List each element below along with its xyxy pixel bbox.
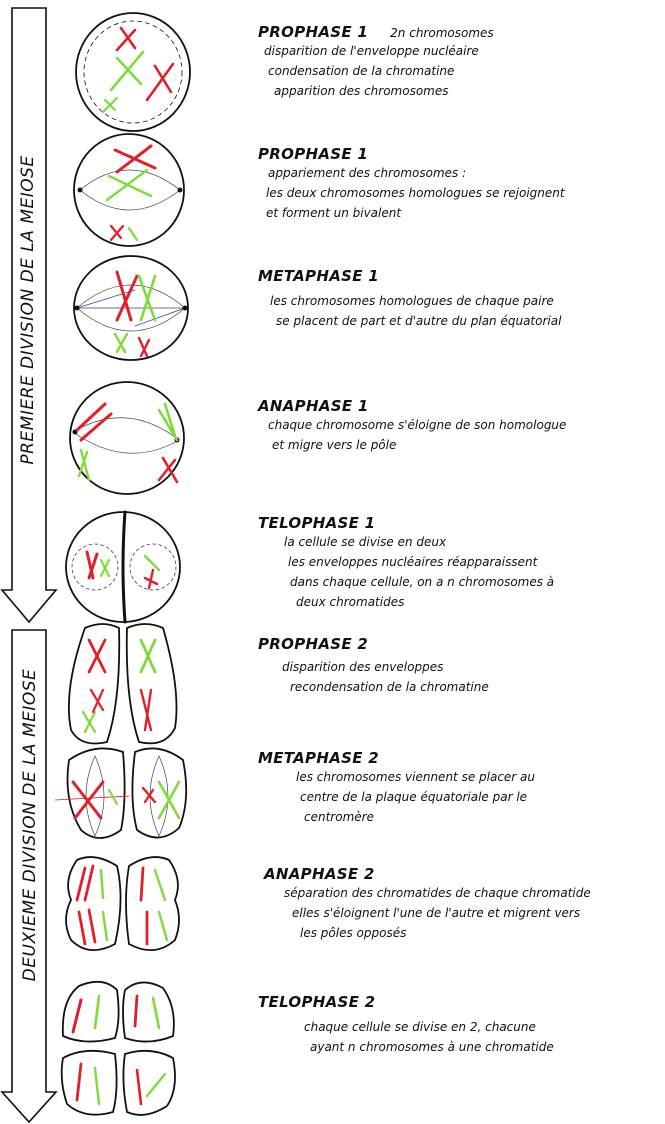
second-division-arrow — [0, 629, 58, 1124]
cell-prophase-2 — [67, 623, 178, 745]
stage-line: et forment un bivalent — [266, 206, 402, 220]
stage-line: deux chromatides — [296, 595, 405, 609]
stage-line: centromère — [304, 810, 374, 824]
stage-line: ayant n chromosomes à une chromatide — [310, 1040, 554, 1054]
stage-title: ANAPHASE 1 — [258, 397, 369, 415]
stage-line: centre de la plaque équatoriale par le — [300, 790, 528, 804]
stage-line: recondensation de la chromatine — [290, 680, 489, 694]
stage-anaphase-2: ANAPHASE 2 séparation des chromatides de… — [258, 864, 591, 943]
cell-metaphase-2 — [55, 747, 188, 839]
cell-anaphase-1 — [69, 381, 185, 495]
first-division-label: PREMIERE DIVISION DE LA MEIOSE — [18, 155, 38, 465]
stage-line: les enveloppes nucléaires réapparaissent — [288, 555, 538, 569]
stage-title: METAPHASE 1 — [258, 267, 380, 285]
stage-line: chaque chromosome s'éloigne de son homol… — [268, 418, 567, 432]
stage-line: se placent de part et d'autre du plan éq… — [276, 314, 562, 328]
stage-line: les deux chromosomes homologues se rejoi… — [266, 186, 565, 200]
cell-prophase-1a — [75, 12, 191, 132]
cell-telophase-2 — [60, 980, 176, 1116]
stage-title: TELOPHASE 1 — [258, 514, 376, 532]
cell-anaphase-2 — [65, 856, 180, 951]
stage-line: appariement des chromosomes : — [268, 166, 467, 180]
stage-line: et migre vers le pôle — [272, 438, 397, 452]
stage-line: séparation des chromatides de chaque chr… — [284, 886, 591, 900]
stage-title: ANAPHASE 2 — [264, 865, 375, 883]
stage-line: condensation de la chromatine — [268, 64, 455, 78]
stage-line: les pôles opposés — [300, 926, 407, 940]
stage-prophase-1b: PROPHASE 1 appariement des chromosomes :… — [258, 144, 565, 223]
stage-telophase-1: TELOPHASE 1 la cellule se divise en deux… — [258, 513, 554, 612]
stage-metaphase-2: METAPHASE 2 les chromosomes viennent se … — [258, 748, 535, 827]
first-division-arrow — [0, 7, 58, 624]
stage-line: chaque cellule se divise en 2, chacune — [304, 1020, 536, 1034]
cell-metaphase-1 — [73, 255, 189, 361]
stage-line: dans chaque cellule, on a n chromosomes … — [290, 575, 555, 589]
stage-prophase-2: PROPHASE 2 disparition des enveloppes re… — [258, 634, 489, 697]
division-arrows — [0, 7, 58, 1124]
stage-title: PROPHASE 1 — [258, 145, 369, 163]
stage-line: elles s'éloignent l'une de l'autre et mi… — [292, 906, 581, 920]
stage-title: PROPHASE 2 — [258, 635, 369, 653]
cell-prophase-1b — [73, 133, 185, 247]
stage-anaphase-1: ANAPHASE 1 chaque chromosome s'éloigne d… — [258, 396, 566, 455]
stage-line: les chromosomes homologues de chaque pai… — [270, 294, 554, 308]
meiosis-cell-drawings — [55, 12, 191, 1116]
stage-title: METAPHASE 2 — [258, 749, 380, 767]
stage-metaphase-1: METAPHASE 1 les chromosomes homologues d… — [258, 266, 561, 331]
second-division-label: DEUXIEME DIVISION DE LA MEIOSE — [20, 668, 40, 982]
stage-line: la cellule se divise en deux — [284, 535, 447, 549]
stage-prophase-1a: PROPHASE 1 2n chromosomes disparition de … — [258, 22, 494, 101]
stage-telophase-2: TELOPHASE 2 chaque cellule se divise en … — [258, 992, 554, 1057]
cell-telophase-1 — [65, 510, 181, 624]
stage-line: disparition de l'enveloppe nucléaire — [264, 44, 479, 58]
stage-title: PROPHASE 1 — [258, 23, 369, 41]
stage-line: apparition des chromosomes — [274, 84, 449, 98]
stage-note: 2n chromosomes — [390, 26, 494, 40]
stage-line: les chromosomes viennent se placer au — [296, 770, 536, 784]
stage-title: TELOPHASE 2 — [258, 993, 376, 1011]
stage-line: disparition des enveloppes — [282, 660, 444, 674]
